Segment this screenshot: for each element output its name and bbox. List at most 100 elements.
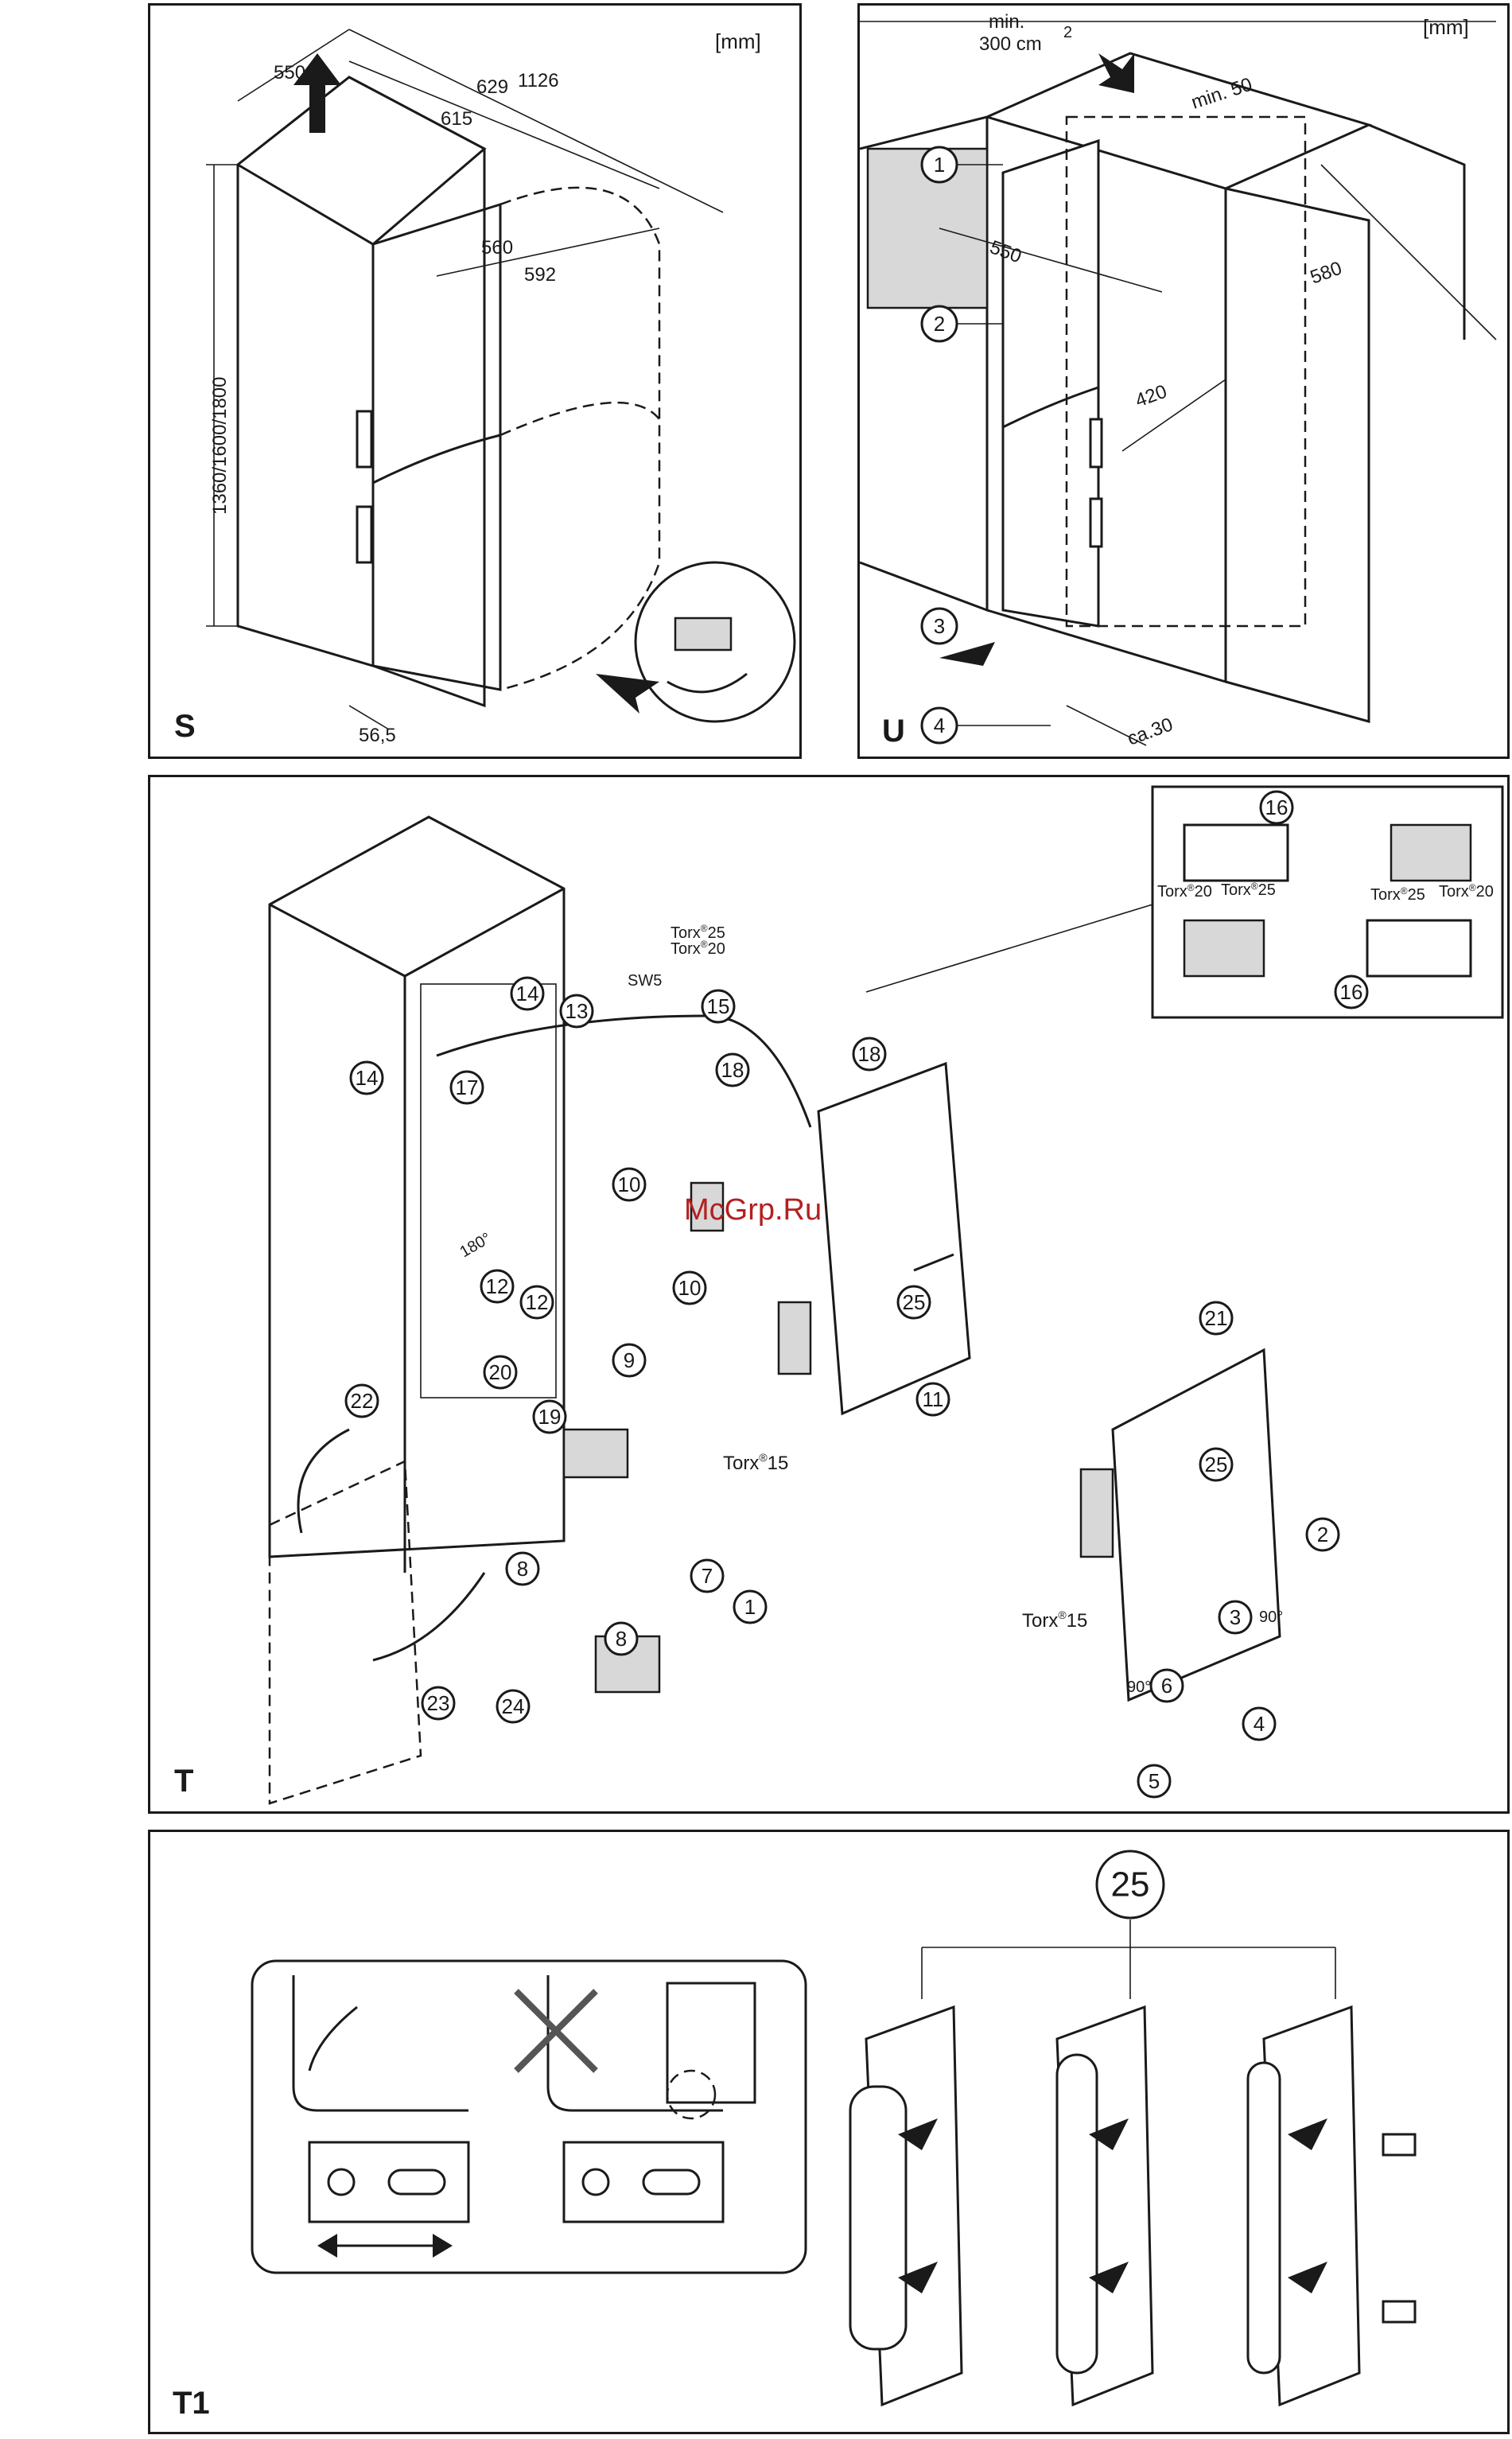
upper-door-handle [779, 1302, 810, 1374]
cable-8 [373, 1573, 484, 1660]
u-callout-2: 2 [922, 306, 957, 341]
callout-8a: 8 [507, 1553, 538, 1585]
callout-18a: 18 [717, 1054, 748, 1086]
svg-text:2: 2 [934, 312, 945, 336]
callout-10a: 10 [613, 1169, 645, 1200]
svg-text:15: 15 [707, 994, 730, 1018]
torx15a-label: Torx®15 [723, 1451, 788, 1474]
rotate-arrow [667, 674, 747, 692]
panel-u: 1 2 3 4 min. 300 cm 2 min. 50 550 580 42… [857, 3, 1510, 759]
arrow-v3-bottom [1288, 2262, 1327, 2293]
svg-text:3: 3 [934, 614, 945, 638]
callout-15: 15 [702, 990, 734, 1022]
panel-s-drawing: 550 629 1126 615 560 592 1360/1600/1800 … [150, 6, 804, 761]
svg-text:23: 23 [427, 1691, 450, 1715]
dim-height: 1360/1600/1800 [209, 376, 231, 515]
wrong-door-profile [548, 1975, 723, 2110]
inset-torx20b: Torx®20 [1439, 882, 1494, 901]
svg-text:12: 12 [486, 1274, 509, 1298]
handle-variant-1 [850, 2087, 906, 2349]
lower-handle [357, 507, 371, 562]
callout-16a: 16 [1261, 792, 1292, 823]
panel-u-unit: [mm] [1423, 15, 1469, 40]
svg-text:25: 25 [1205, 1453, 1228, 1476]
handle-variant-3 [1248, 2063, 1280, 2373]
svg-text:9: 9 [624, 1348, 635, 1372]
deg90a-label: 90° [1259, 1608, 1283, 1626]
svg-text:14: 14 [356, 1066, 379, 1090]
vent-area-sup: 2 [1063, 24, 1072, 41]
inset-torx25b: Torx®25 [1370, 885, 1425, 904]
torx15b-label: Torx®15 [1022, 1608, 1087, 1632]
handle-variant-2 [1057, 2055, 1097, 2373]
dim-580: 580 [1308, 258, 1345, 289]
removed-upper-door [818, 1064, 970, 1414]
callout-17: 17 [451, 1072, 483, 1103]
callout-19: 19 [534, 1401, 566, 1433]
callout-13: 13 [561, 995, 593, 1027]
mini-fridge-icon [667, 1983, 755, 2103]
cover-cap-bottom [1383, 2301, 1415, 2322]
inset-torx25a: Torx®25 [1221, 881, 1276, 899]
torx20-label: Torx®20 [670, 939, 725, 958]
svg-text:16: 16 [1265, 795, 1289, 819]
svg-text:6: 6 [1161, 1674, 1172, 1698]
dim-ca30: ca.30 [1125, 714, 1176, 749]
svg-text:2: 2 [1317, 1523, 1328, 1546]
callout-6: 6 [1151, 1670, 1183, 1702]
svg-text:10: 10 [618, 1173, 641, 1196]
svg-text:20: 20 [489, 1360, 512, 1384]
inset-torx20a: Torx®20 [1157, 882, 1212, 901]
callout-14b: 14 [351, 1062, 383, 1094]
panel-t-drawing: 1 2 3 4 5 6 7 8 8 9 10 10 11 12 12 13 14… [150, 777, 1512, 1816]
panel-s: 550 629 1126 615 560 592 1360/1600/1800 … [148, 3, 802, 759]
svg-text:14: 14 [516, 982, 539, 1006]
callout-25b: 25 [1200, 1449, 1232, 1480]
u-callout-4: 4 [922, 708, 957, 743]
callout-2: 2 [1307, 1519, 1339, 1550]
callout-14a: 14 [511, 978, 543, 1009]
watermark: McGrp.Ru [684, 1193, 822, 1227]
dim-560: 560 [481, 237, 513, 259]
upper-handle [357, 411, 371, 467]
dim-1126: 1126 [518, 70, 559, 91]
svg-text:25: 25 [1111, 1865, 1150, 1904]
u-callout-3: 3 [922, 609, 957, 644]
panel-t1: 25 T1 [148, 1830, 1510, 2434]
svg-text:24: 24 [502, 1694, 525, 1718]
svg-text:8: 8 [616, 1627, 627, 1651]
panel-t: 1 2 3 4 5 6 7 8 8 9 10 10 11 12 12 13 14… [148, 775, 1510, 1814]
svg-text:18: 18 [721, 1058, 744, 1082]
svg-text:4: 4 [1254, 1712, 1265, 1736]
callout-25a: 25 [898, 1286, 930, 1318]
panel-s-unit: [mm] [715, 29, 761, 54]
svg-text:18: 18 [858, 1042, 881, 1066]
dim-550: 550 [274, 62, 305, 84]
dim-615: 615 [441, 108, 472, 130]
door-swing-arc [500, 188, 659, 690]
svg-text:13: 13 [566, 999, 589, 1023]
svg-text:1: 1 [934, 153, 945, 177]
panel-t1-drawing: 25 [150, 1832, 1512, 2437]
callout-24: 24 [497, 1690, 529, 1722]
callout-16b: 16 [1335, 976, 1367, 1008]
svg-text:7: 7 [702, 1564, 713, 1588]
callout-5: 5 [1138, 1765, 1170, 1797]
inset-16 [1152, 787, 1502, 1017]
callout-23: 23 [422, 1687, 454, 1719]
cover-cap-top [1383, 2134, 1415, 2155]
lower-door-handle [1081, 1469, 1113, 1557]
callout-10b: 10 [674, 1272, 705, 1304]
panel-t1-label: T1 [173, 2386, 210, 2421]
callout-18b: 18 [853, 1038, 885, 1070]
correct-door-profile [293, 1975, 468, 2110]
sw5-label: SW5 [628, 972, 662, 990]
u-upper-handle [1090, 419, 1102, 467]
vent-min-label: min. [989, 11, 1024, 33]
svg-text:17: 17 [456, 1076, 479, 1099]
inset-plate-a [1184, 825, 1288, 881]
u-lower-handle [1090, 499, 1102, 547]
svg-text:4: 4 [934, 714, 945, 737]
callout-21: 21 [1200, 1302, 1232, 1334]
dim-420: 420 [1133, 381, 1170, 412]
